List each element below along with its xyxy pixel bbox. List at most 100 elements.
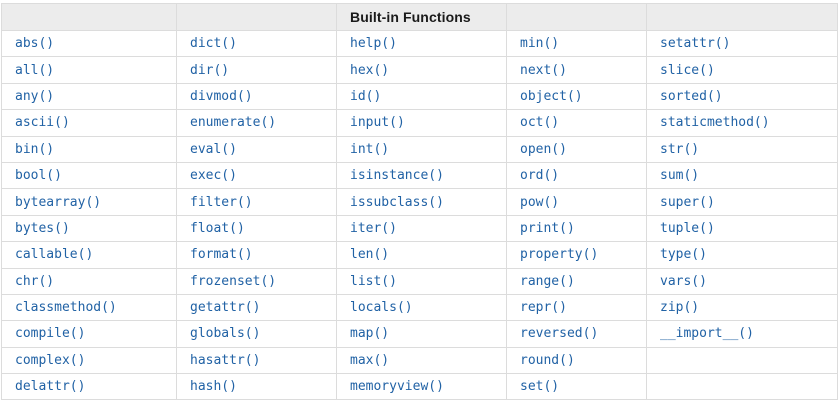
function-link[interactable]: super() (660, 194, 715, 210)
function-link[interactable]: issubclass() (350, 194, 444, 210)
function-link[interactable]: bytes() (15, 220, 70, 236)
function-link[interactable]: delattr() (15, 379, 86, 395)
function-link[interactable]: help() (350, 36, 397, 52)
function-cell: sum() (646, 161, 838, 190)
function-link[interactable]: print() (520, 220, 575, 236)
function-cell: bytes() (1, 214, 177, 243)
function-cell: pow() (506, 188, 647, 216)
function-link[interactable]: hash() (190, 379, 237, 395)
function-link[interactable]: hex() (350, 62, 390, 78)
function-link[interactable]: type() (660, 247, 707, 263)
function-cell: ascii() (1, 109, 177, 137)
function-cell: map() (336, 320, 507, 348)
function-link[interactable]: __import__() (660, 326, 754, 342)
header-cell-empty-2 (176, 3, 337, 31)
function-link[interactable]: dir() (190, 62, 230, 78)
function-link[interactable]: zip() (660, 300, 700, 316)
function-link[interactable]: list() (350, 273, 397, 289)
function-link[interactable]: len() (350, 247, 390, 263)
function-link[interactable]: staticmethod() (660, 115, 770, 131)
function-link[interactable]: open() (520, 141, 567, 157)
function-cell: property() (506, 241, 647, 269)
function-cell (646, 346, 838, 375)
function-link[interactable]: min() (520, 36, 560, 52)
function-cell: len() (336, 241, 507, 269)
function-link[interactable]: slice() (660, 62, 715, 78)
function-link[interactable]: repr() (520, 300, 567, 316)
function-cell: delattr() (1, 373, 177, 401)
function-link[interactable]: range() (520, 273, 575, 289)
function-cell: abs() (1, 29, 177, 58)
function-link[interactable]: tuple() (660, 220, 715, 236)
function-link[interactable]: dict() (190, 36, 237, 52)
function-cell: dir() (176, 56, 337, 84)
function-cell: open() (506, 135, 647, 163)
function-cell: hasattr() (176, 346, 337, 375)
function-link[interactable]: vars() (660, 273, 707, 289)
function-link[interactable]: id() (350, 88, 382, 104)
function-link[interactable]: str() (660, 141, 700, 157)
function-link[interactable]: map() (350, 326, 390, 342)
function-link[interactable]: ord() (520, 168, 560, 184)
function-link[interactable]: classmethod() (15, 300, 117, 316)
function-link[interactable]: all() (15, 62, 55, 78)
function-cell: tuple() (646, 214, 838, 243)
function-link[interactable]: complex() (15, 352, 86, 368)
function-link[interactable]: exec() (190, 168, 237, 184)
function-link[interactable]: ascii() (15, 115, 70, 131)
function-link[interactable]: input() (350, 115, 405, 131)
function-cell: filter() (176, 188, 337, 216)
function-link[interactable]: bool() (15, 168, 62, 184)
function-link[interactable]: frozenset() (190, 273, 277, 289)
table-row: bool() exec() isinstance() ord() sum() (1, 161, 838, 190)
function-link[interactable]: property() (520, 247, 599, 263)
function-link[interactable]: any() (15, 88, 55, 104)
function-cell: oct() (506, 109, 647, 137)
function-link[interactable]: divmod() (190, 88, 253, 104)
function-link[interactable]: oct() (520, 115, 560, 131)
function-link[interactable]: float() (190, 220, 245, 236)
function-cell: bytearray() (1, 188, 177, 216)
table-row: complex() hasattr() max() round() (1, 346, 838, 375)
table-row: bytes() float() iter() print() tuple() (1, 214, 838, 243)
function-cell: vars() (646, 267, 838, 295)
function-link[interactable]: setattr() (660, 36, 731, 52)
function-link[interactable]: compile() (15, 326, 86, 342)
function-link[interactable]: sorted() (660, 88, 723, 104)
table-row: callable() format() len() property() type() (1, 241, 838, 269)
function-link[interactable]: abs() (15, 36, 55, 52)
function-link[interactable]: iter() (350, 220, 397, 236)
function-link[interactable]: round() (520, 352, 575, 368)
function-link[interactable]: pow() (520, 194, 560, 210)
function-cell: getattr() (176, 293, 337, 322)
function-cell: frozenset() (176, 267, 337, 295)
function-link[interactable]: format() (190, 247, 253, 263)
function-cell: globals() (176, 320, 337, 348)
function-cell: float() (176, 214, 337, 243)
table-row: all() dir() hex() next() slice() (1, 56, 838, 84)
function-link[interactable]: callable() (15, 247, 94, 263)
function-link[interactable]: isinstance() (350, 168, 444, 184)
function-link[interactable]: max() (350, 352, 390, 368)
function-link[interactable]: getattr() (190, 300, 261, 316)
function-link[interactable]: reversed() (520, 326, 599, 342)
function-link[interactable]: locals() (350, 300, 413, 316)
function-link[interactable]: filter() (190, 194, 253, 210)
function-link[interactable]: enumerate() (190, 115, 277, 131)
function-cell: memoryview() (336, 373, 507, 401)
table-row: ascii() enumerate() input() oct() staticmeth… (1, 109, 838, 137)
function-link[interactable]: int() (350, 141, 390, 157)
function-link[interactable]: sum() (660, 168, 700, 184)
function-link[interactable]: memoryview() (350, 379, 444, 395)
function-link[interactable]: bytearray() (15, 194, 102, 210)
function-link[interactable]: object() (520, 88, 583, 104)
function-link[interactable]: bin() (15, 141, 55, 157)
function-link[interactable]: hasattr() (190, 352, 261, 368)
function-link[interactable]: next() (520, 62, 567, 78)
function-cell: complex() (1, 346, 177, 375)
function-link[interactable]: eval() (190, 141, 237, 157)
function-link[interactable]: chr() (15, 273, 55, 289)
function-link[interactable]: globals() (190, 326, 261, 342)
function-link[interactable]: set() (520, 379, 560, 395)
function-cell: enumerate() (176, 109, 337, 137)
